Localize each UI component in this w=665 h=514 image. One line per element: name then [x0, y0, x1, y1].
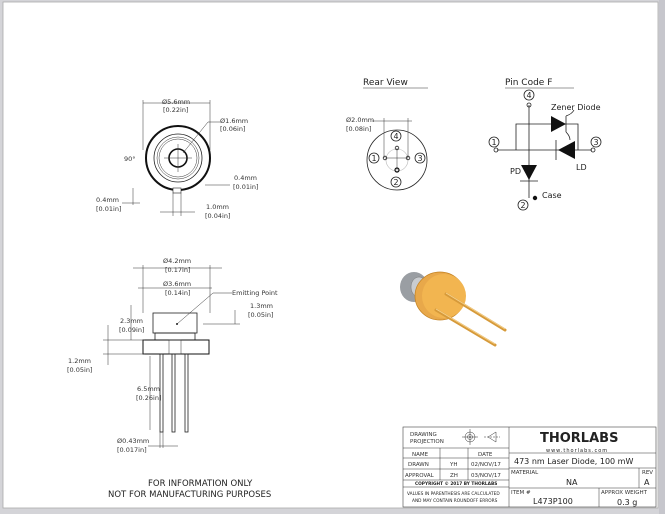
part-description: 473 nm Laser Diode, 100 mW [514, 457, 633, 466]
dim-window-diameter: Ø3.6mm [163, 280, 191, 288]
rear-view-title: Rear View [363, 78, 408, 88]
title-block: DRAWING PROJECTION NAME DATE DRAWN YH 02… [402, 426, 657, 508]
drawn-label: DRAWN [408, 462, 429, 468]
rev-label: REV [642, 470, 653, 476]
dim-pin-diameter-in: [0.017in] [117, 446, 147, 454]
material-label: MATERIAL [511, 470, 539, 476]
thorlabs-logo: THORLABS [540, 431, 618, 446]
website: www.thorlabs.com [546, 448, 608, 454]
item-label: ITEM # [511, 490, 531, 496]
dim-notch-right-in: [0.01in] [233, 183, 258, 191]
dim-cap-diameter-in: [0.17in] [165, 266, 190, 274]
name-header: NAME [412, 452, 429, 458]
dim-notch-left: 0.4mm [96, 196, 119, 204]
dim-window-diameter-in: [0.14in] [165, 289, 190, 297]
dim-emit-height: 1.3mm [250, 302, 273, 310]
ld-label: LD [576, 163, 587, 172]
dim-notch-width-in: [0.04in] [205, 212, 230, 220]
note-line-1: VALUES IN PARENTHESIS ARE CALCULATED [407, 491, 500, 497]
dim-cap-diameter: Ø4.2mm [163, 257, 191, 265]
disclaimer-line-1: FOR INFORMATION ONLY [148, 479, 253, 489]
dim-inner-diameter: Ø1.6mm [220, 117, 248, 125]
dim-notch-width: 1.0mm [206, 203, 229, 211]
rear-pin-1: 1 [372, 154, 377, 163]
approval-label: APPROVAL [405, 473, 435, 479]
pin-4-label: 4 [527, 91, 532, 100]
approval-date: 03/NOV/17 [471, 473, 501, 479]
pin-2-label: 2 [521, 201, 526, 210]
note-line-2: AND MAY CONTAIN ROUNDOFF ERRORS [412, 498, 498, 504]
dim-flange-in: [0.05in] [67, 366, 92, 374]
drawn-name: YH [449, 462, 458, 468]
top-view: Ø5.6mm [0.22in] Ø1.6mm [0.06in] 90° 0.4m… [96, 98, 258, 220]
dim-cap-height: 2.3mm [120, 317, 143, 325]
dim-emit-height-in: [0.05in] [248, 311, 273, 319]
pin-3-label: 3 [594, 138, 599, 147]
rear-pin-3: 3 [418, 154, 423, 163]
zener-diode-label: Zener Diode [551, 103, 601, 112]
side-view: Ø4.2mm [0.17in] Ø3.6mm [0.14in] Emitting… [67, 257, 278, 454]
page [2, 1, 659, 509]
pin-code-title: Pin Code F [505, 78, 552, 88]
pin-1-label: 1 [492, 138, 497, 147]
dim-pin-circle: Ø2.0mm [346, 116, 374, 124]
dim-pin-length: 6.5mm [137, 385, 160, 393]
dim-notch-right: 0.4mm [234, 174, 257, 182]
rev-value: A [644, 478, 650, 487]
emitting-point-label: Emitting Point [232, 289, 278, 297]
dim-pin-circle-in: [0.08in] [346, 125, 371, 133]
rear-view: Rear View Ø2.0mm [0.08in] 1 2 3 4 [346, 78, 428, 191]
dim-angle: 90° [124, 155, 136, 163]
copyright: COPYRIGHT © 2017 BY THORLABS [415, 481, 497, 487]
material-value: NA [566, 478, 578, 487]
drawn-date: 02/NOV/17 [471, 462, 501, 468]
weight-label: APPROX WEIGHT [601, 490, 648, 496]
dim-pin-length-in: [0.26in] [136, 394, 161, 402]
rear-pin-4: 4 [394, 132, 399, 141]
date-header: DATE [478, 452, 493, 458]
dim-outer-diameter: Ø5.6mm [162, 98, 190, 106]
dim-inner-diameter-in: [0.06in] [220, 125, 245, 133]
dim-pin-diameter: Ø0.43mm [117, 437, 149, 445]
dim-flange: 1.2mm [68, 357, 91, 365]
projection-symbol-icon [462, 429, 500, 445]
item-number: L473P100 [533, 497, 573, 506]
case-label: Case [542, 191, 562, 200]
projection-label-2: PROJECTION [410, 439, 444, 445]
pin-code-schematic: Pin Code F 4 1 3 2 Zener Diode LD PD Cas… [488, 78, 602, 211]
laser-diode-render [400, 271, 507, 347]
scrollbar[interactable] [659, 0, 665, 514]
pd-label: PD [510, 167, 521, 176]
projection-label-1: DRAWING [410, 432, 437, 438]
dim-outer-diameter-in: [0.22in] [163, 106, 188, 114]
dim-cap-height-in: [0.09in] [119, 326, 144, 334]
dim-notch-left-in: [0.01in] [96, 205, 121, 213]
rear-pin-2: 2 [394, 178, 399, 187]
approval-name: ZH [450, 473, 458, 479]
weight-value: 0.3 g [617, 498, 637, 507]
disclaimer-line-2: NOT FOR MANUFACTURING PURPOSES [108, 490, 271, 500]
